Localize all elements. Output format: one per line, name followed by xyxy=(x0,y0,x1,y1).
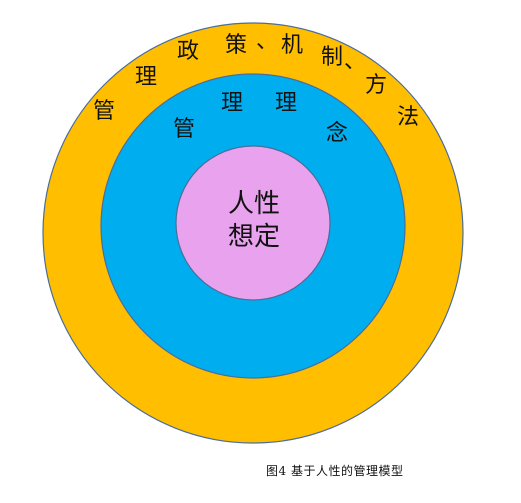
outer-ring-label-char-9: 法 xyxy=(397,105,419,130)
outer-ring-label-char-2: 政 xyxy=(177,39,199,64)
middle-ring-label-char-3: 念 xyxy=(326,121,348,146)
outer-ring-label: 管理政策、机制、方法 xyxy=(93,29,419,130)
middle-ring-label-char-1: 理 xyxy=(221,91,243,116)
middle-ring-label-char-2: 理 xyxy=(275,91,297,116)
outer-ring-label-char-7: 、 xyxy=(344,49,366,74)
outer-ring-label-char-5: 机 xyxy=(281,33,303,58)
outer-ring-label-char-0: 管 xyxy=(93,99,115,124)
core-label-line2: 想定 xyxy=(228,222,280,252)
outer-ring-label-char-3: 策 xyxy=(225,33,247,58)
middle-ring-label-char-0: 管 xyxy=(173,117,195,142)
core-label-line1: 人性 xyxy=(228,189,280,219)
middle-ring-label: 管 理 理念 xyxy=(173,91,348,146)
figure-caption: 图4 基于人性的管理模型 xyxy=(266,464,404,478)
outer-ring-label-char-1: 理 xyxy=(135,65,157,90)
outer-ring-label-char-8: 方 xyxy=(365,73,387,98)
outer-ring-label-char-6: 制 xyxy=(321,45,343,70)
outer-ring-label-char-4: 、 xyxy=(256,29,278,54)
core-circle xyxy=(175,145,331,301)
